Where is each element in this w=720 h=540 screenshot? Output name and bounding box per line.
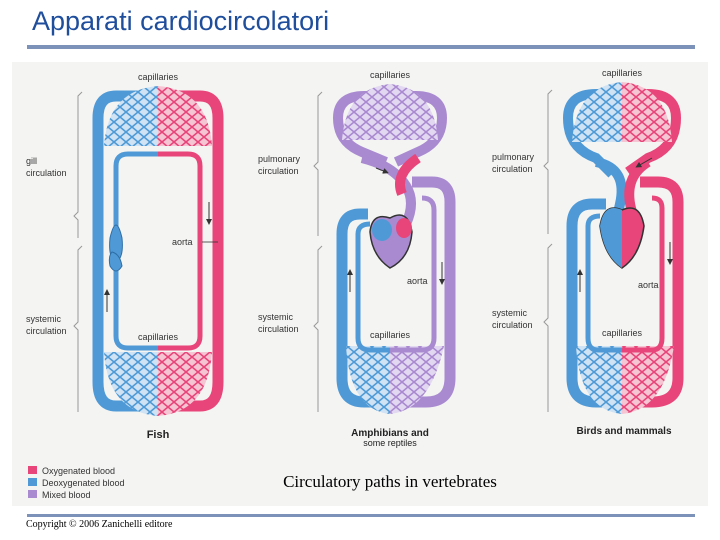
- amphibian-lung-capillaries-left: [342, 84, 390, 140]
- fish-systemic-label-2: circulation: [26, 326, 67, 336]
- bird-lung-capillaries-oxy: [622, 82, 672, 142]
- bird-bottom-capillaries-label: capillaries: [602, 328, 643, 338]
- bird-pulmonary-deoxy-vessel: [562, 89, 622, 178]
- bird-systemic-deoxy-vessel: [566, 198, 622, 408]
- bird-pulmonary-bracket: [543, 89, 553, 234]
- legend-swatch-mixed: [28, 490, 37, 498]
- amphibian-pulmonary-bracket: [313, 91, 323, 236]
- amphibian-circuit: capillaries capillaries aorta pulmonary …: [258, 70, 456, 448]
- fish-top-capillaries-label: capillaries: [138, 72, 179, 82]
- amphibian-left-atrium: [396, 218, 412, 238]
- circulation-figure: capillaries capillaries aorta gill circu…: [12, 62, 708, 506]
- amphibian-mixed-vessel: [390, 176, 456, 408]
- amphibian-title-line-1: Amphibians and: [351, 428, 429, 439]
- bird-systemic-label-1: systemic: [492, 308, 528, 318]
- amphibian-pulmonary-label-1: pulmonary: [258, 154, 301, 164]
- footer-divider: [27, 514, 695, 517]
- amphibian-systemic-bracket: [313, 245, 323, 412]
- fish-gill-capillaries-oxy: [158, 86, 212, 146]
- bird-systemic-oxy-vessel: [622, 176, 684, 408]
- amphibian-systemic-label-2: circulation: [258, 324, 299, 334]
- fish-aorta-label: aorta: [172, 237, 193, 247]
- bird-lung-capillaries-deoxy: [572, 82, 622, 142]
- fish-circuit: capillaries capillaries aorta gill circu…: [26, 72, 224, 441]
- amphibian-title-line-2: some reptiles: [363, 438, 417, 448]
- slide-title: Apparati cardiocircolatori: [32, 6, 330, 36]
- bird-mammal-circuit: capillaries capillaries aorta pulmonary …: [492, 68, 684, 437]
- fish-gill-capillaries-deoxy: [104, 86, 158, 146]
- amphibian-body-capillaries-mixed: [390, 346, 444, 414]
- legend-label-deoxygenated: Deoxygenated blood: [42, 478, 125, 488]
- bird-systemic-bracket: [543, 243, 553, 412]
- bird-title: Birds and mammals: [576, 426, 671, 437]
- amphibian-right-atrium: [372, 219, 392, 241]
- bird-pulmonary-label-2: circulation: [492, 164, 533, 174]
- title-divider: [27, 45, 695, 49]
- amphibian-pulmonary-vessel: [332, 91, 390, 167]
- fish-systemic-label-1: systemic: [26, 314, 62, 324]
- legend: Oxygenated blood Deoxygenated blood Mixe…: [28, 466, 125, 500]
- bird-top-capillaries-label: capillaries: [602, 68, 643, 78]
- figure-caption: Circulatory paths in vertebrates: [283, 472, 497, 491]
- fish-body-capillaries-oxy: [158, 352, 212, 416]
- fish-oxygenated-vessel: [158, 90, 224, 412]
- amphibian-body-capillaries-deoxy: [346, 346, 390, 414]
- fish-deoxygenated-vessel: [92, 90, 158, 412]
- legend-label-oxygenated: Oxygenated blood: [42, 466, 115, 476]
- bird-body-capillaries-deoxy: [576, 346, 622, 414]
- fish-gill-bracket: [73, 91, 83, 238]
- bird-aorta-label: aorta: [638, 280, 659, 290]
- copyright-notice: Copyright © 2006 Zanichelli editore: [26, 519, 173, 530]
- bird-right-heart: [600, 208, 622, 268]
- fish-title: Fish: [147, 429, 170, 441]
- amphibian-deoxygenated-vessel: [336, 208, 390, 408]
- legend-swatch-deoxygenated: [28, 478, 37, 486]
- fish-gill-label-2: circulation: [26, 168, 67, 178]
- fish-body-capillaries-deoxy: [104, 352, 158, 416]
- amphibian-bottom-capillaries-label: capillaries: [370, 330, 411, 340]
- bird-pulmonary-oxy-vessel: [622, 89, 682, 177]
- fish-systemic-bracket: [73, 245, 83, 412]
- legend-label-mixed: Mixed blood: [42, 490, 91, 500]
- amphibian-lung-capillaries-right: [390, 84, 438, 140]
- amphibian-systemic-label-1: systemic: [258, 312, 294, 322]
- bird-pulmonary-label-1: pulmonary: [492, 152, 535, 162]
- amphibian-aorta-label: aorta: [407, 276, 428, 286]
- circulation-diagram: capillaries capillaries aorta gill circu…: [26, 68, 684, 500]
- amphibian-pulmonary-label-2: circulation: [258, 166, 299, 176]
- bird-systemic-label-2: circulation: [492, 320, 533, 330]
- fish-bottom-capillaries-label: capillaries: [138, 332, 179, 342]
- fish-gill-label-1: gill: [26, 156, 37, 166]
- amphibian-top-capillaries-label: capillaries: [370, 70, 411, 80]
- legend-swatch-oxygenated: [28, 466, 37, 474]
- bird-body-capillaries-oxy: [622, 346, 674, 414]
